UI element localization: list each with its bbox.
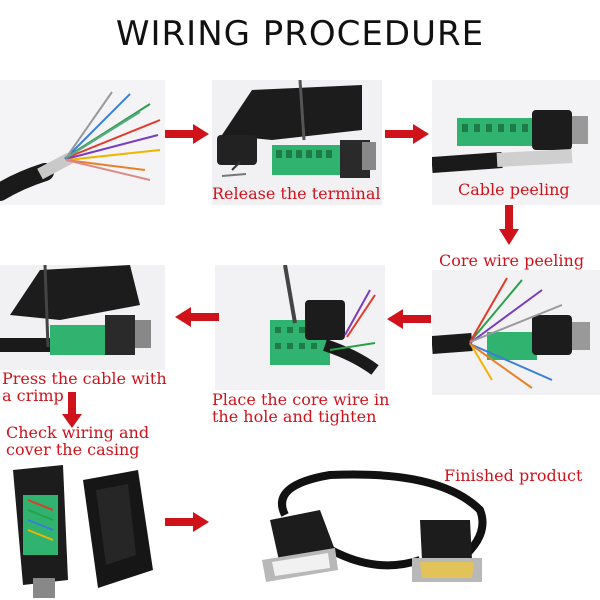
place-core-wire-photo bbox=[215, 265, 385, 390]
crimp-caption-2: a crimp bbox=[2, 386, 64, 405]
arrow-down-icon bbox=[62, 392, 82, 432]
arrow-right-icon bbox=[165, 124, 210, 148]
crimp-caption-1: Press the cable with bbox=[2, 369, 167, 388]
check-wiring-photo bbox=[8, 460, 158, 600]
check-wiring-caption-1: Check wiring and bbox=[6, 423, 150, 442]
release-terminal-photo bbox=[212, 80, 382, 205]
core-wire-peeling-caption: Core wire peeling bbox=[439, 251, 585, 270]
arrow-right-icon bbox=[385, 124, 430, 148]
place-core-wire-caption-1: Place the core wire in bbox=[212, 390, 390, 409]
cable-peeling-caption: Cable peeling bbox=[458, 180, 570, 199]
cable-peeling-photo bbox=[432, 80, 600, 205]
finished-product-photo bbox=[240, 450, 510, 600]
stripped-cable-photo bbox=[0, 80, 165, 205]
finished-product-caption: Finished product bbox=[444, 466, 583, 485]
place-core-wire-caption-2: the hole and tighten bbox=[212, 407, 377, 426]
arrow-left-icon bbox=[175, 307, 220, 331]
core-wire-peeling-photo bbox=[432, 270, 600, 395]
arrow-left-icon bbox=[387, 309, 432, 333]
arrow-right-icon bbox=[165, 512, 210, 536]
release-terminal-caption: Release the terminal bbox=[212, 184, 381, 203]
check-wiring-caption-2: cover the casing bbox=[6, 440, 140, 459]
crimp-cable-photo bbox=[0, 265, 165, 370]
arrow-down-icon bbox=[499, 205, 519, 249]
page-title: WIRING PROCEDURE bbox=[115, 14, 485, 54]
